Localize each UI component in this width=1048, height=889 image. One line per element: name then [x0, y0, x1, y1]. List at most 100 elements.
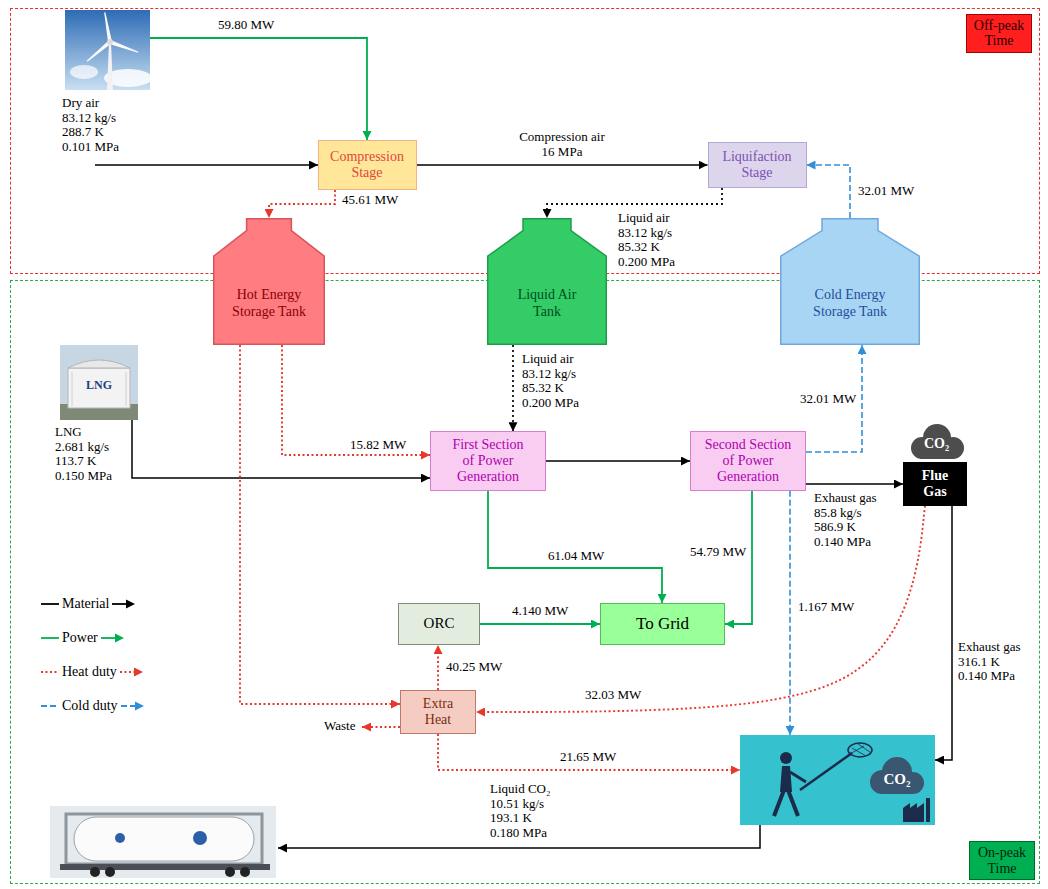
co2-cloud-icon — [911, 424, 964, 459]
legend-sample — [41, 637, 59, 639]
heat-duty-arrow — [282, 345, 430, 455]
node-text: Second Section of Power Generation — [703, 437, 793, 485]
co2-container-photo — [240, 867, 250, 877]
co2-label: CO₂ — [924, 436, 949, 452]
stream-label: Liquid CO₂ 10.51 kg/s 193.1 K 0.180 MPa — [490, 782, 556, 840]
tank-outline — [781, 219, 920, 345]
co2-container-photo — [50, 806, 276, 878]
tank-outline — [488, 219, 607, 345]
flow-label: 45.61 MW — [342, 193, 398, 208]
wind-turbine-photo — [103, 12, 112, 42]
legend-sample — [120, 671, 135, 673]
heat-duty-arrow — [438, 734, 740, 770]
tank-outline — [780, 218, 920, 345]
node-text: Liquifaction Stage — [714, 149, 800, 181]
tank-outline — [214, 219, 325, 345]
heat-duty-arrow — [437, 645, 439, 690]
node-text: First Section of Power Generation — [447, 437, 529, 485]
node-text: CO₂ — [877, 771, 917, 788]
flow-label: 15.82 MW — [350, 438, 406, 453]
tank-outline — [213, 218, 325, 345]
co2-container-photo — [66, 814, 262, 864]
lng-tank-photo — [60, 345, 138, 420]
heat-duty-arrow — [240, 345, 400, 704]
process-box: Second Section of Power Generation — [690, 431, 806, 490]
flow-label: 4.140 MW — [512, 604, 568, 619]
wind-turbine-photo — [70, 65, 98, 79]
power-flow-arrow — [480, 623, 600, 625]
legend-sample — [109, 598, 137, 610]
flow-label: 40.25 MW — [446, 660, 502, 675]
stream-label: LNG 2.681 kg/s 113.7 K 0.150 MPa — [55, 425, 114, 483]
lng-tank-photo — [68, 360, 130, 368]
tank-outline — [487, 218, 607, 345]
material-flow-arrow — [546, 460, 690, 462]
legend-sample — [112, 603, 127, 605]
material-line — [132, 420, 430, 478]
legend-sample — [40, 666, 62, 678]
node-text: Hot Energy Storage Tank — [221, 287, 317, 319]
legend-sample — [117, 666, 145, 678]
process-box: First Section of Power Generation — [430, 431, 546, 490]
co2-capture-illustration — [780, 766, 792, 792]
lng-tank-photo — [60, 345, 138, 420]
co2-capture-illustration — [740, 735, 935, 825]
co2-capture-illustration — [788, 790, 798, 816]
legend-text: Heat duty — [62, 664, 117, 680]
co2-container-photo — [105, 867, 115, 877]
power-line — [150, 38, 367, 140]
waste-heat-line — [362, 726, 400, 728]
storage-tank: Liquid Air Tank — [487, 218, 607, 345]
flow-label: 61.04 MW — [548, 549, 604, 564]
legend-sample — [115, 634, 124, 643]
material-flow-arrow — [935, 506, 952, 760]
storage-tank: Cold Energy Storage Tank — [780, 218, 920, 345]
node-text: ORC — [409, 615, 469, 632]
legend-text: Power — [62, 630, 98, 646]
wind-turbine-photo — [109, 40, 139, 54]
co2-capture-illustration — [790, 772, 806, 782]
co2-capture-illustration — [903, 803, 924, 822]
co2-capture-illustration — [926, 798, 930, 822]
co2-cloud-icon — [923, 424, 951, 452]
flow-label: Exhaust gas 316.1 K 0.140 MPa — [958, 640, 1026, 684]
flow-label: 21.65 MW — [560, 750, 616, 765]
flow-label: Liquid air 83.12 kg/s 85.32 K 0.200 MPa — [618, 211, 682, 269]
legend-sample — [126, 600, 135, 609]
co2-capture-illustration — [780, 752, 792, 764]
node-text: Flue Gas — [914, 468, 956, 500]
legend-text: Material — [62, 596, 109, 612]
legend-item: Material — [40, 596, 137, 612]
flow-label: Liquid air 83.12 kg/s 85.32 K 0.200 MPa — [522, 352, 586, 410]
cold-duty-arrow — [807, 165, 851, 218]
co2-container-photo — [74, 817, 254, 861]
co2-container-photo — [193, 831, 207, 845]
flow-label: 32.01 MW — [858, 184, 914, 199]
wind-turbine-photo — [107, 42, 113, 90]
legend-item: Cold duty — [40, 698, 146, 714]
legend-sample — [40, 632, 62, 644]
legend-sample — [101, 637, 116, 639]
storage-tank: Hot Energy Storage Tank — [213, 218, 325, 345]
waste-label: Waste — [324, 719, 355, 734]
lng-tank-photo — [126, 372, 127, 406]
flow-label: 1.167 MW — [798, 600, 854, 615]
lng-tank-photo — [68, 368, 130, 408]
legend-sample — [98, 632, 126, 644]
flow-label: 54.79 MW — [690, 545, 746, 560]
co2-container-photo — [90, 867, 100, 877]
legend-sample — [41, 603, 59, 605]
power-flow-arrow — [488, 491, 662, 603]
legend-sample — [118, 700, 146, 712]
material-line — [95, 164, 318, 166]
co2-container-photo — [50, 806, 276, 878]
power-label: 59.80 MW — [218, 18, 274, 33]
co2-container-photo — [225, 867, 235, 877]
legend-sample — [40, 700, 62, 712]
wind-turbine-photo — [107, 39, 113, 45]
legend-item: Heat duty — [40, 664, 145, 680]
wind-turbine-photo — [86, 40, 112, 62]
node-text: Liquid Air Tank — [507, 287, 587, 319]
process-box: Extra Heat — [400, 690, 476, 734]
